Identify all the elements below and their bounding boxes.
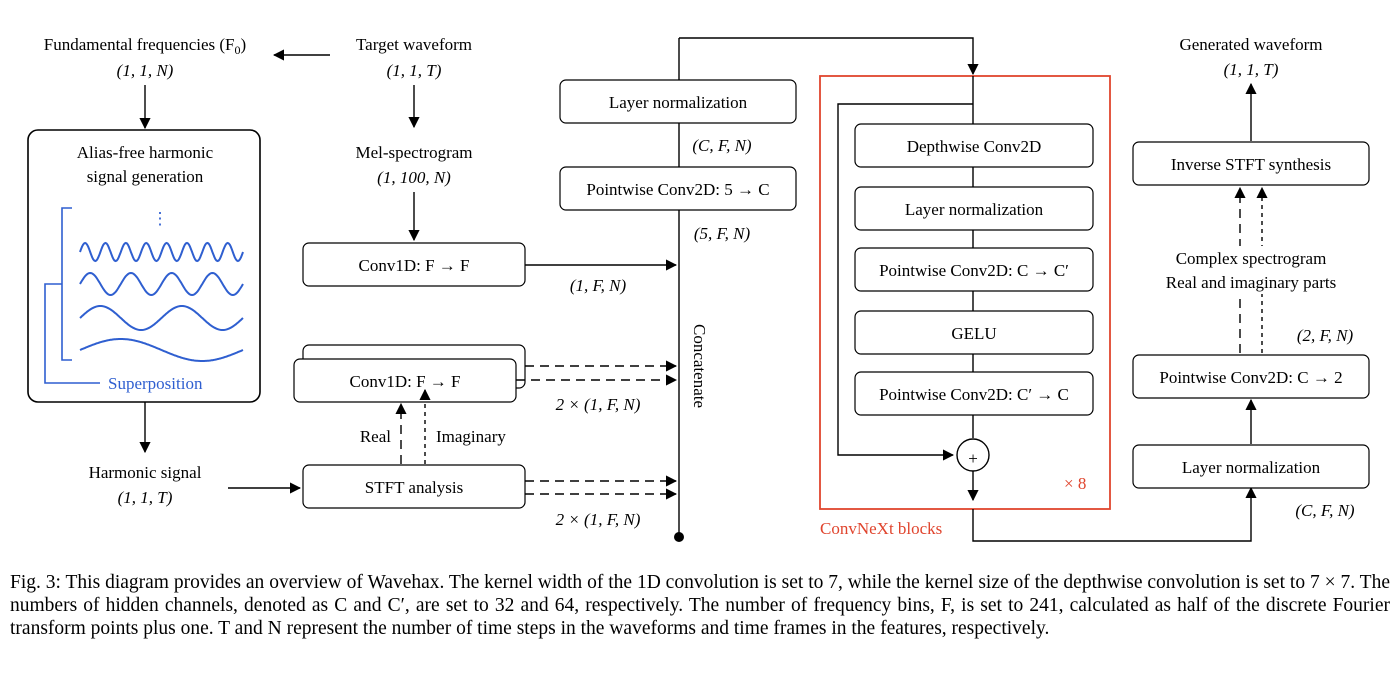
target-waveform-title: Target waveform	[356, 35, 472, 54]
conv1d-bottom-label: Conv1D: F → F	[350, 372, 461, 391]
alias-title-line1: Alias-free harmonic	[77, 143, 214, 162]
complex-spectrogram-line2: Real and imaginary parts	[1166, 273, 1336, 292]
arrow-convnext-to-layernorm	[972, 486, 1257, 542]
gelu-label: GELU	[951, 324, 996, 343]
pointwise-c-to-2-shape: (2, F, N)	[1297, 326, 1354, 345]
layernorm-middle-box	[559, 79, 797, 124]
pointwise-5-to-c-label: Pointwise Conv2D: 5 → C	[586, 180, 769, 199]
f0-title: Fundamental frequencies (F0)	[44, 35, 246, 57]
f0-shape: (1, 1, N)	[117, 61, 174, 80]
right-layernorm-box	[1132, 444, 1370, 489]
gelu-box	[854, 310, 1094, 355]
superposition-bracket	[44, 283, 100, 384]
pointwise-c-to-cprime-label: Pointwise Conv2D: C → C′	[879, 261, 1069, 280]
layernorm-middle-label: Layer normalization	[609, 93, 748, 112]
right-layernorm-label: Layer normalization	[1182, 458, 1321, 477]
harmonic-wave-1	[79, 338, 244, 362]
convnext-layernorm-box	[854, 186, 1094, 231]
conv1d-bottom-output-shape: 2 × (1, F, N)	[556, 395, 641, 414]
conv1d-top-output-shape: (1, F, N)	[570, 276, 627, 295]
istft-label: Inverse STFT synthesis	[1171, 155, 1331, 174]
mel-shape: (1, 100, N)	[377, 168, 451, 187]
pointwise-c-to-2-box	[1132, 354, 1370, 399]
superposition-label: Superposition	[108, 374, 203, 393]
arrow-to-convnext	[679, 37, 979, 76]
convnext-blocks-label: ConvNeXt blocks	[820, 519, 942, 538]
wavehax-diagram: Fundamental frequencies (F0) (1, 1, N) T…	[27, 35, 1370, 542]
residual-add-symbol: +	[968, 449, 978, 468]
concatenate-dot	[674, 532, 684, 542]
harmonic-signal-title: Harmonic signal	[89, 463, 202, 482]
convnext-repeat-label: × 8	[1064, 474, 1086, 493]
istft-box	[1132, 141, 1370, 186]
convnext-layernorm-label: Layer normalization	[905, 200, 1044, 219]
alias-title-line2: signal generation	[87, 167, 204, 186]
harmonic-signal-shape: (1, 1, T)	[118, 488, 173, 507]
complex-label-bg	[1150, 246, 1360, 294]
pointwise-cprime-to-c-label: Pointwise Conv2D: C′ → C	[879, 385, 1069, 404]
generated-waveform-title: Generated waveform	[1179, 35, 1322, 54]
depthwise-conv-box	[854, 123, 1094, 168]
pointwise-c-to-2-label: Pointwise Conv2D: C → 2	[1159, 368, 1342, 387]
concatenate-label: Concatenate	[690, 324, 709, 408]
pointwise-c-to-cprime-box	[854, 247, 1094, 292]
harmonic-wave-4	[79, 241, 244, 263]
layernorm-middle-shape: (C, F, N)	[692, 136, 752, 155]
right-layernorm-shape: (C, F, N)	[1295, 501, 1355, 520]
figure-caption: Fig. 3: This diagram provides an overvie…	[10, 572, 1390, 639]
pointwise-cprime-to-c-box	[854, 371, 1094, 416]
pointwise-5-to-c-shape: (5, F, N)	[694, 224, 751, 243]
real-label: Real	[360, 427, 391, 446]
mel-title: Mel-spectrogram	[355, 143, 472, 162]
imaginary-label: Imaginary	[436, 427, 506, 446]
harmonic-wave-2	[79, 305, 244, 331]
harmonic-wave-3	[79, 271, 244, 297]
more-harmonics-dots: ⋮	[152, 209, 169, 228]
generated-waveform-shape: (1, 1, T)	[1224, 60, 1279, 79]
complex-spectrogram-line1: Complex spectrogram	[1176, 249, 1327, 268]
target-waveform-shape: (1, 1, T)	[387, 61, 442, 80]
convnext-block-frame	[819, 75, 1111, 510]
stft-analysis-label: STFT analysis	[365, 478, 463, 497]
residual-connection	[837, 103, 973, 461]
stft-analysis-box	[302, 464, 526, 509]
depthwise-conv-label: Depthwise Conv2D	[907, 137, 1042, 156]
pointwise-5-to-c-box	[559, 166, 797, 211]
alias-free-box	[27, 129, 261, 403]
conv1d-top-label: Conv1D: F → F	[359, 256, 470, 275]
stft-output-shape: 2 × (1, F, N)	[556, 510, 641, 529]
